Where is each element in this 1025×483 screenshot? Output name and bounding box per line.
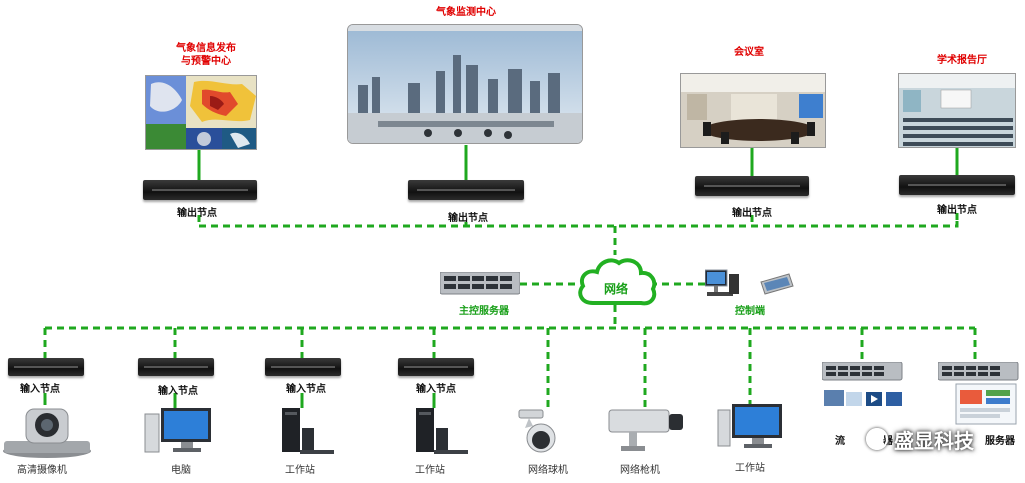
output-node-4: [899, 175, 1015, 195]
control-end-icon: [705, 269, 794, 296]
network-cloud-label: 网络: [603, 282, 629, 296]
control-end-label: 控制端: [735, 306, 765, 317]
input-node-3: [265, 358, 341, 376]
lecture-hall-display: [898, 73, 1016, 148]
watermark-logo-icon: [866, 428, 888, 450]
output-node-2: [408, 180, 524, 200]
output-node-3-label: 输出节点: [732, 208, 772, 219]
output-node-1: [143, 180, 257, 200]
workstation-1-icon: [282, 408, 334, 454]
lecture-hall-title: 学术报告厅: [937, 55, 987, 66]
input-node-4-label: 输入节点: [416, 384, 456, 395]
output-node-2-label: 输出节点: [448, 213, 488, 224]
output-node-4-label: 输出节点: [937, 205, 977, 216]
watermark-text: 盛显科技: [894, 429, 974, 453]
dome-camera-label: 网络球机: [528, 465, 568, 476]
other-server-icon: [938, 362, 1019, 425]
workstation-3-label: 工作站: [735, 463, 765, 474]
input-node-2-label: 输入节点: [158, 386, 198, 397]
pc-label: 电脑: [171, 465, 191, 476]
input-node-3-label: 输入节点: [286, 384, 326, 395]
workstation-1-label: 工作站: [285, 465, 315, 476]
bullet-camera-icon: [608, 409, 683, 451]
weather-center-title: 气象信息发布 与预警中心: [176, 43, 236, 67]
video-wall-display: [347, 24, 583, 144]
meeting-room-display: [680, 73, 826, 148]
pc-icon: [144, 408, 211, 453]
main-server-label: 主控服务器: [459, 306, 509, 317]
monitor-center-title: 气象监测中心: [436, 7, 496, 18]
output-node-3: [695, 176, 809, 196]
main-server-icon: [440, 272, 520, 295]
bullet-camera-label: 网络枪机: [620, 465, 660, 476]
input-node-1-label: 输入节点: [20, 384, 60, 395]
meeting-room-title: 会议室: [734, 47, 764, 58]
input-node-4: [398, 358, 474, 376]
workstation-2-label: 工作站: [415, 465, 445, 476]
media-server-label-tail: 器: [883, 436, 893, 447]
top-bus: [199, 218, 959, 228]
hd-camera-icon: [3, 408, 91, 458]
output-node-1-label: 输出节点: [177, 208, 217, 219]
other-server-label: 服务器: [985, 436, 1015, 447]
hd-camera-label: 高清摄像机: [17, 465, 67, 476]
weather-map-display: [145, 75, 257, 150]
workstation-3-icon: [717, 404, 782, 448]
input-node-2: [138, 358, 214, 376]
dome-camera-icon: [518, 409, 556, 453]
input-node-1: [8, 358, 84, 376]
workstation-2-icon: [416, 408, 468, 454]
media-server-label: 流: [835, 436, 845, 447]
media-server-icon: [822, 362, 903, 406]
network-cloud-icon: [578, 258, 657, 306]
